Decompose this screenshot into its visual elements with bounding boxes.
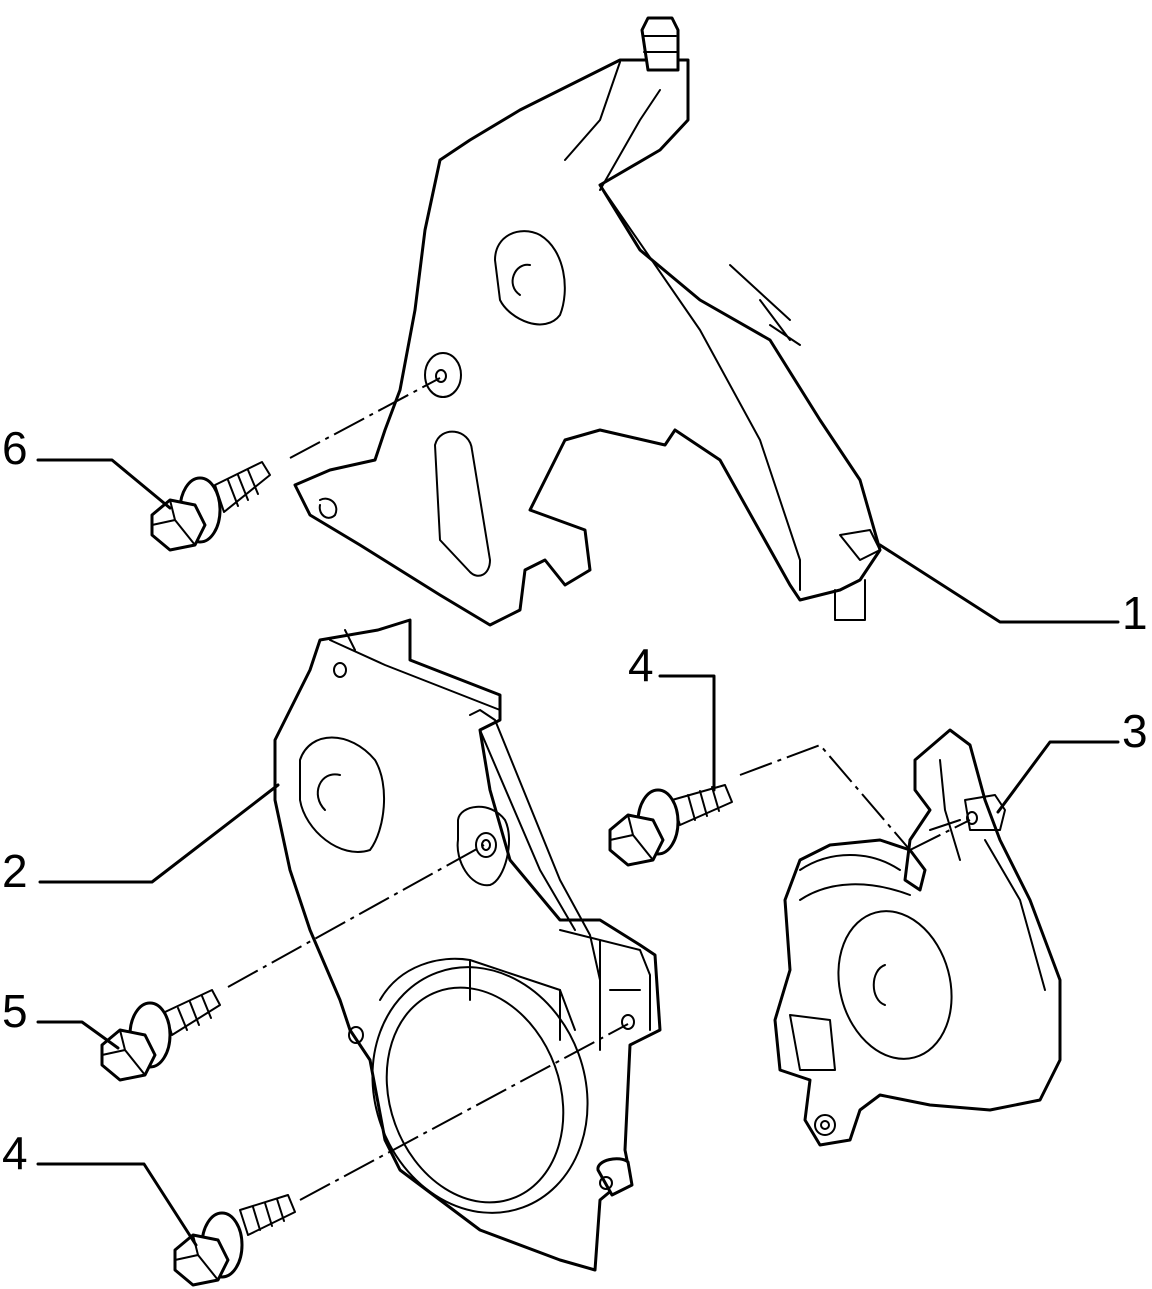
leader-2 xyxy=(38,783,280,884)
callout-5: 5 xyxy=(2,985,28,1037)
leader-6 xyxy=(36,458,172,510)
callout-4-lower: 4 xyxy=(2,1127,28,1179)
leader-4-upper xyxy=(658,674,716,792)
callout-3: 3 xyxy=(1122,705,1148,757)
bolt-4-lower xyxy=(173,1194,296,1287)
callout-6: 6 xyxy=(2,422,28,474)
callout-4-upper: 4 xyxy=(628,639,654,691)
leader-3 xyxy=(996,740,1120,814)
alignment-lines xyxy=(227,377,971,1201)
leader-5 xyxy=(36,1020,120,1050)
leader-4-lower xyxy=(36,1162,198,1247)
bolt-hole xyxy=(424,352,462,398)
part-2-lower-cover xyxy=(273,618,662,1272)
part-1-upper-cover xyxy=(293,16,882,627)
bolt-4-upper xyxy=(608,784,733,867)
callout-2: 2 xyxy=(2,845,28,897)
callout-1: 1 xyxy=(1122,587,1148,639)
part-3-small-cover xyxy=(773,728,1062,1147)
clip xyxy=(964,794,1006,831)
leader-lines xyxy=(36,458,1120,1247)
locating-pin xyxy=(640,16,680,72)
bolt-5 xyxy=(100,989,221,1082)
bolt-6 xyxy=(150,461,271,552)
cover-boss xyxy=(494,230,566,326)
leader-1 xyxy=(878,543,1120,624)
seal-ring xyxy=(371,966,589,1214)
